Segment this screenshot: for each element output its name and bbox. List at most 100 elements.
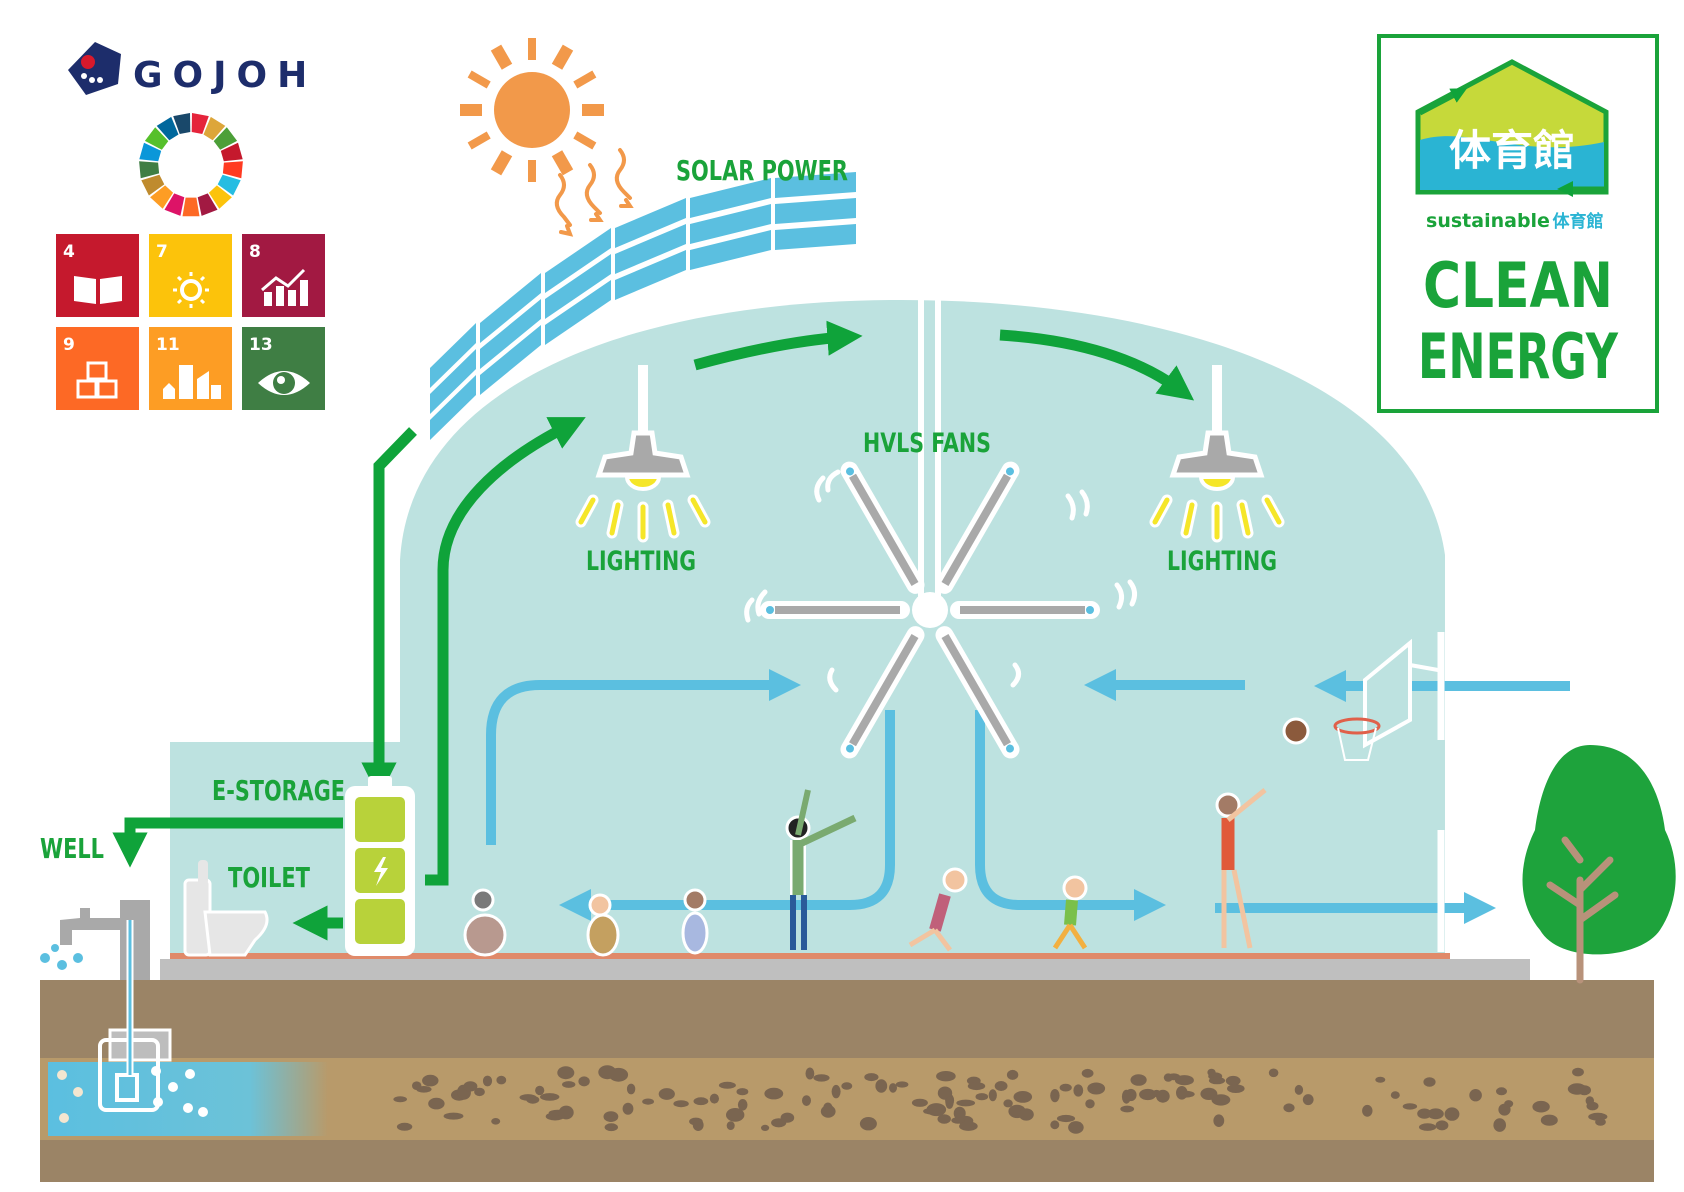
gravel-stone bbox=[1176, 1090, 1195, 1098]
seated-elder-figure bbox=[463, 888, 507, 957]
gravel-stone bbox=[988, 1089, 997, 1102]
gravel-stone bbox=[1006, 1069, 1019, 1080]
solar-panel bbox=[545, 228, 611, 293]
clean-energy-badge: 体育館 sustainable 体育館 CLEAN ENERGY bbox=[1377, 34, 1659, 413]
solar-panel bbox=[690, 204, 771, 244]
svg-text:9: 9 bbox=[63, 335, 75, 355]
sdg-goal-4: 4 bbox=[56, 234, 139, 317]
gravel-stone bbox=[474, 1087, 485, 1097]
gravel-stone bbox=[1174, 1075, 1194, 1086]
fan-blade bbox=[760, 601, 910, 619]
sun-ray bbox=[490, 44, 513, 70]
gravel-stone bbox=[864, 1073, 879, 1082]
gravel-stone bbox=[1302, 1094, 1314, 1106]
gravel-stone bbox=[393, 1096, 408, 1103]
pendant-lamp-left bbox=[575, 365, 711, 543]
hvls-fan-icon bbox=[744, 300, 1138, 759]
gravel-stone bbox=[496, 1075, 507, 1085]
gravel-stone bbox=[443, 1112, 464, 1120]
gravel-stone bbox=[428, 1097, 445, 1110]
gravel-stone bbox=[1018, 1108, 1034, 1121]
gravel-stone bbox=[1225, 1075, 1241, 1086]
water-drops bbox=[40, 944, 83, 970]
gravel-stone bbox=[718, 1081, 736, 1089]
city-icon bbox=[163, 365, 221, 399]
gravel-stone bbox=[626, 1083, 636, 1095]
gravel-stone bbox=[422, 1074, 439, 1087]
gravel-stone bbox=[726, 1108, 745, 1122]
gravel-stone bbox=[895, 1081, 909, 1088]
sdg-wheel-segment bbox=[156, 116, 179, 141]
well-label: WELL bbox=[40, 832, 104, 865]
gravel-stone bbox=[937, 1114, 951, 1124]
gravel-stone bbox=[923, 1107, 941, 1115]
gravel-stone bbox=[820, 1105, 836, 1118]
sun-ray bbox=[467, 70, 491, 89]
fan-blade bbox=[950, 601, 1100, 619]
gravel-stone bbox=[1567, 1083, 1587, 1095]
gravel-stone bbox=[1013, 1091, 1033, 1103]
book-icon bbox=[74, 276, 122, 304]
solar-panel bbox=[430, 323, 476, 388]
sun-icon bbox=[460, 38, 634, 237]
gravel-stone bbox=[911, 1098, 928, 1107]
gravel-stone bbox=[841, 1082, 853, 1090]
sun-ray bbox=[551, 150, 574, 176]
gravel-stone bbox=[1283, 1103, 1295, 1113]
sdg-wheel-segment bbox=[208, 185, 232, 209]
standing-adult-figure bbox=[785, 789, 857, 950]
sdg-wheel-segment bbox=[191, 113, 209, 134]
sdg-wheel-segment bbox=[139, 161, 160, 179]
faucet-icon bbox=[60, 908, 120, 945]
sdg-goal-11: 11 bbox=[149, 327, 232, 410]
gravel-stone bbox=[1068, 1121, 1084, 1134]
tree-icon bbox=[1522, 745, 1676, 984]
gojoh-mark-icon bbox=[68, 42, 121, 95]
sdg-wheel-icon bbox=[139, 113, 243, 217]
badge-subtitle-jp: 体育館 bbox=[1553, 211, 1604, 232]
gravel-stone bbox=[1294, 1084, 1304, 1095]
running-child-figure-1 bbox=[908, 867, 968, 952]
sun-ray bbox=[551, 44, 574, 70]
toilet-icon bbox=[183, 860, 269, 957]
sdg-wheel-segment bbox=[164, 193, 185, 216]
svg-text:11: 11 bbox=[156, 335, 180, 355]
lighting-left-label: LIGHTING bbox=[586, 546, 696, 577]
sdg-wheel-segment bbox=[182, 197, 200, 217]
solar-panel bbox=[480, 273, 541, 343]
e-storage-label: E-STORAGE bbox=[212, 774, 345, 807]
sdg-wheel-segment bbox=[217, 174, 241, 196]
brand-name: GOJOH bbox=[133, 55, 317, 96]
gravel-stone bbox=[967, 1082, 986, 1091]
gravel-stone bbox=[562, 1081, 576, 1088]
solar-panel bbox=[480, 325, 541, 395]
fan-blade bbox=[840, 626, 925, 759]
badge-subtitle-en: sustainable bbox=[1426, 210, 1550, 232]
gravel-stone bbox=[463, 1081, 478, 1092]
gravel-stone bbox=[1139, 1088, 1157, 1101]
gravel-stone bbox=[396, 1122, 413, 1131]
gravel-stone bbox=[1059, 1083, 1072, 1092]
sdg-goal-8: 8 bbox=[242, 234, 325, 317]
sdg-goal-9: 9 bbox=[56, 327, 139, 410]
gravel-stone bbox=[693, 1097, 709, 1106]
gravel-stone bbox=[936, 1071, 956, 1082]
gravel-stone bbox=[761, 1124, 770, 1131]
fan-blade bbox=[935, 626, 1020, 759]
growth-chart-icon bbox=[261, 268, 308, 306]
gravel-stone bbox=[1121, 1089, 1131, 1104]
toilet-label: TOILET bbox=[228, 861, 310, 894]
badge-kanji: 体育館 bbox=[1449, 126, 1575, 175]
lightning-bolt-icon bbox=[374, 857, 388, 886]
sun-ray bbox=[490, 150, 513, 176]
pendant-lamp-right bbox=[1149, 365, 1285, 543]
solar-panel bbox=[480, 299, 541, 369]
gojoh-logo: GOJOH bbox=[68, 42, 317, 96]
gravel-stone bbox=[642, 1098, 654, 1105]
solar-panel bbox=[615, 224, 686, 274]
gravel-stone bbox=[945, 1096, 954, 1109]
sdg-wheel-segment bbox=[197, 193, 218, 216]
gravel-stone bbox=[726, 1121, 735, 1130]
badge-line-clean: CLEAN bbox=[1423, 249, 1613, 322]
